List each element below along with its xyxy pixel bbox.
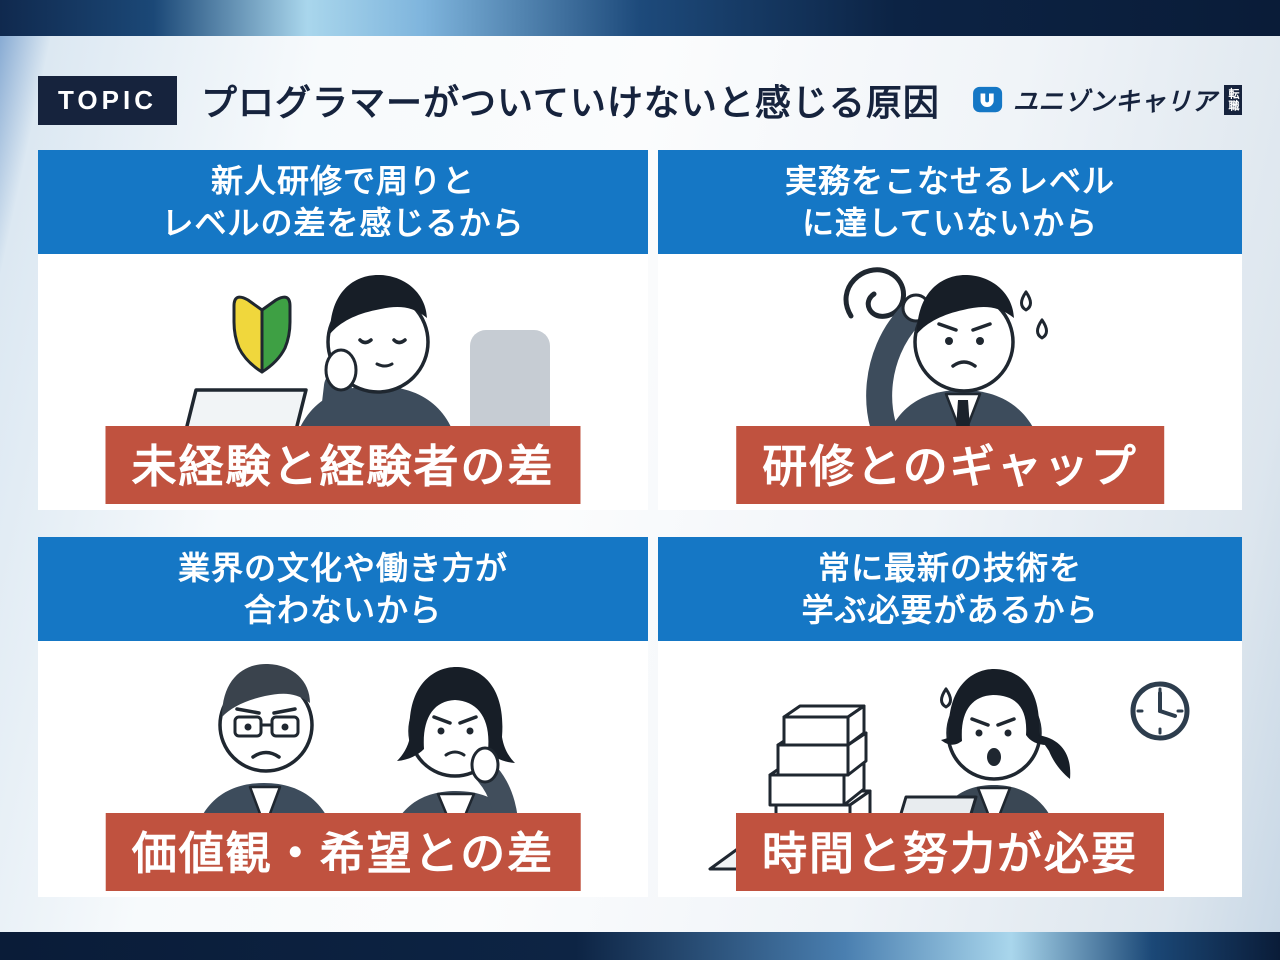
topic-badge: TOPIC: [38, 75, 177, 125]
top-decor-bar: [0, 0, 1280, 36]
card-banner: 研修とのギャップ: [736, 426, 1164, 504]
bottom-decor-bar: [0, 932, 1280, 960]
card-heading: 実務をこなせるレベル に達していないから: [658, 150, 1242, 254]
card-body: 価値観・希望との差: [38, 641, 648, 897]
card-heading-line2: に達していないから: [801, 205, 1099, 241]
card-heading-line1: 業界の文化や働き方が: [177, 549, 508, 586]
dizzy-swirl-icon: [843, 267, 906, 319]
paper-stack-icon: [768, 704, 872, 837]
brand-name: ユニゾンキャリア: [1012, 88, 1217, 116]
card-body: 研修とのギャップ: [658, 254, 1242, 510]
cause-card-beginner-gap: 新人研修で周りと レベルの差を感じるから: [38, 150, 648, 510]
unison-career-logo-icon: [973, 86, 1003, 113]
card-heading-line2: 学ぶ必要があるから: [801, 592, 1099, 628]
card-heading-line1: 実務をこなせるレベル: [784, 162, 1115, 199]
card-heading-line2: レベルの差を感じるから: [161, 205, 525, 241]
card-banner: 価値観・希望との差: [105, 813, 581, 891]
card-heading: 常に最新の技術を 学ぶ必要があるから: [658, 537, 1242, 641]
card-heading-line1: 新人研修で周りと: [210, 162, 475, 199]
cause-card-culture-mismatch: 業界の文化や働き方が 合わないから: [38, 537, 648, 897]
card-banner: 未経験と経験者の差: [105, 426, 581, 504]
card-body: 未経験と経験者の差: [38, 254, 648, 510]
cause-cards-grid: 新人研修で周りと レベルの差を感じるから: [38, 150, 1242, 897]
beginner-mark-icon: [232, 295, 292, 374]
page-title: プログラマーがついていけないと感じる原因: [200, 82, 940, 123]
header: TOPIC プログラマーがついていけないと感じる原因 ユニゾンキャリア 転職: [38, 75, 1242, 125]
sweat-drop-icon: [940, 687, 952, 709]
sweat-drop-icon: [1036, 318, 1048, 340]
card-body: 時間と努力が必要: [658, 641, 1242, 897]
brand-logo: ユニゾンキャリア 転職: [972, 82, 1242, 118]
cause-card-constant-learning: 常に最新の技術を 学ぶ必要があるから: [658, 537, 1242, 897]
brand-badge: 転職: [1224, 85, 1242, 115]
card-heading: 業界の文化や働き方が 合わないから: [38, 537, 648, 641]
cause-card-training-gap: 実務をこなせるレベル に達していないから: [658, 150, 1242, 510]
card-banner: 時間と努力が必要: [735, 813, 1165, 891]
clock-icon: [1130, 681, 1190, 741]
card-heading-line2: 合わないから: [243, 592, 442, 628]
sweat-drop-icon: [1020, 290, 1032, 312]
content-area: TOPIC プログラマーがついていけないと感じる原因 ユニゾンキャリア 転職 新…: [0, 36, 1280, 932]
card-heading-line1: 常に最新の技術を: [817, 549, 1082, 586]
card-heading: 新人研修で周りと レベルの差を感じるから: [38, 150, 648, 254]
